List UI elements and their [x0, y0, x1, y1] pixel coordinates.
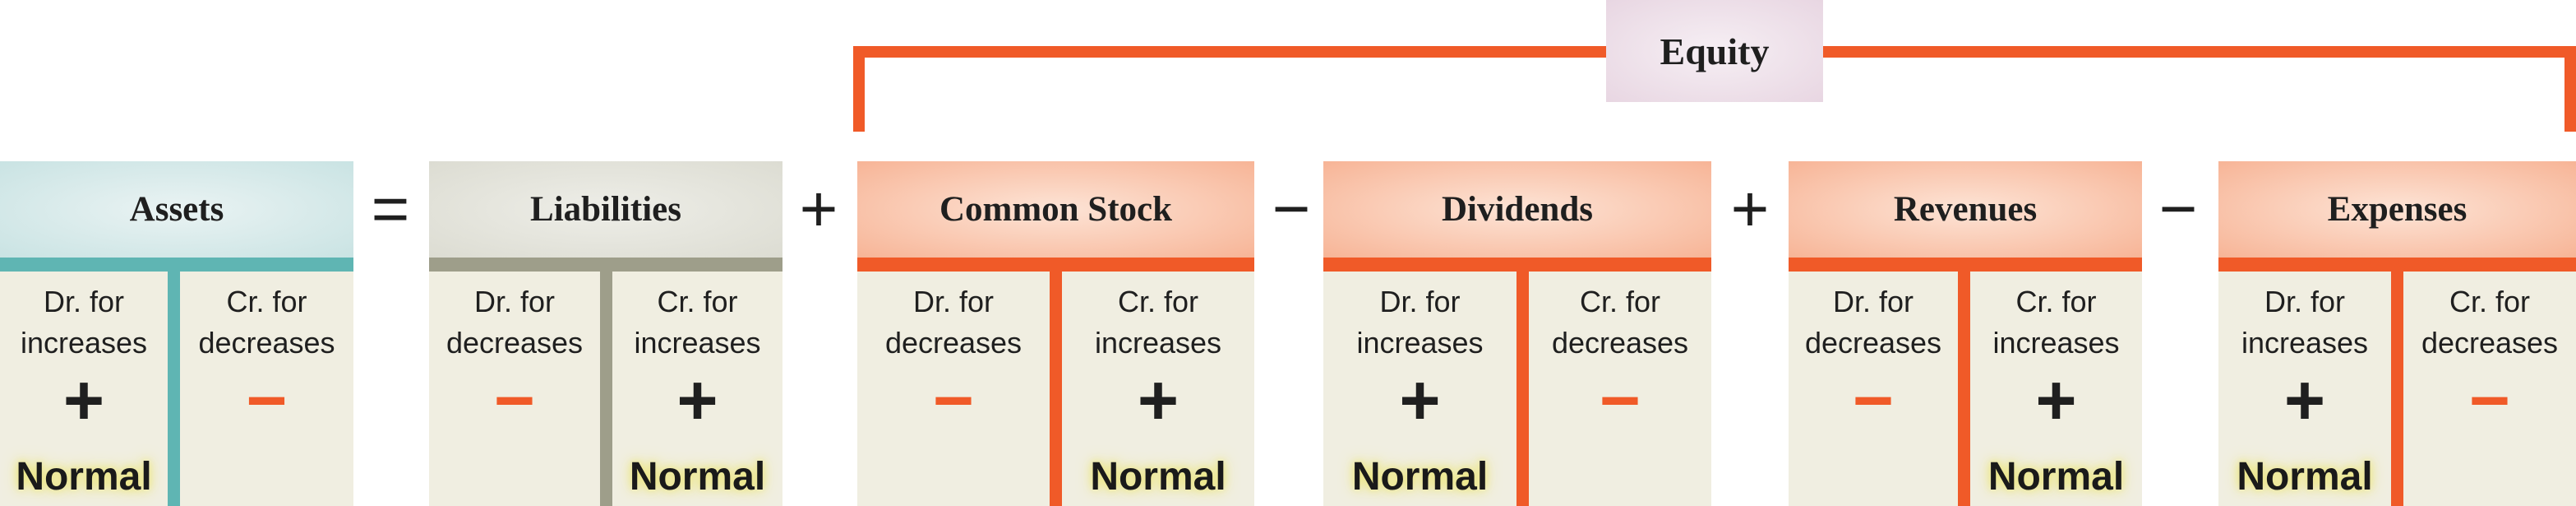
equals-operator: =	[371, 172, 410, 245]
t-account-horizontal-bar	[0, 258, 353, 272]
normal-balance-label: Normal	[2237, 455, 2373, 499]
account-title: Expenses	[2218, 161, 2576, 258]
equity-label: Equity	[1606, 0, 1823, 102]
equity-bracket-top-right	[1820, 46, 2576, 58]
plus-operator: +	[799, 172, 838, 245]
t-account-horizontal-bar	[1789, 258, 2142, 272]
minus-sign: −	[2468, 361, 2511, 440]
normal-balance-label: Normal	[629, 455, 766, 499]
account-title: Common Stock	[857, 161, 1254, 258]
minus-operator: −	[2158, 172, 2198, 245]
equity-bracket-right-leg	[2564, 46, 2576, 132]
t-account-horizontal-bar	[429, 258, 782, 272]
minus-sign: −	[932, 361, 975, 440]
normal-balance-label: Normal	[1351, 455, 1489, 499]
plus-sign: +	[62, 361, 105, 440]
t-account-vertical-bar	[600, 272, 612, 506]
plus-sign: +	[2035, 361, 2077, 440]
minus-sign: −	[246, 361, 288, 440]
minus-operator: −	[1272, 172, 1311, 245]
t-account-vertical-bar	[2391, 272, 2403, 506]
t-account-vertical-bar	[1958, 272, 1970, 506]
minus-sign: −	[1852, 361, 1895, 440]
normal-balance-label: Normal	[1987, 455, 2125, 499]
minus-sign: −	[1599, 361, 1641, 440]
t-account-horizontal-bar	[1323, 258, 1711, 272]
minus-sign: −	[493, 361, 536, 440]
normal-balance-label: Normal	[1090, 455, 1226, 499]
plus-operator: +	[1730, 172, 1770, 245]
plus-sign: +	[1137, 361, 1180, 440]
normal-balance-label: Normal	[16, 455, 152, 499]
account-title: Dividends	[1323, 161, 1711, 258]
t-account-horizontal-bar	[2218, 258, 2576, 272]
plus-sign: +	[2283, 361, 2326, 440]
account-title: Assets	[0, 161, 353, 258]
t-account-vertical-bar	[1050, 272, 1062, 506]
plus-sign: +	[1399, 361, 1441, 440]
t-account-vertical-bar	[168, 272, 180, 506]
t-account-horizontal-bar	[857, 258, 1254, 272]
account-title: Liabilities	[429, 161, 782, 258]
account-title: Revenues	[1789, 161, 2142, 258]
equity-bracket-top-left	[853, 46, 1609, 58]
t-account-vertical-bar	[1517, 272, 1529, 506]
equity-bracket-left-leg	[853, 46, 865, 132]
plus-sign: +	[676, 361, 718, 440]
